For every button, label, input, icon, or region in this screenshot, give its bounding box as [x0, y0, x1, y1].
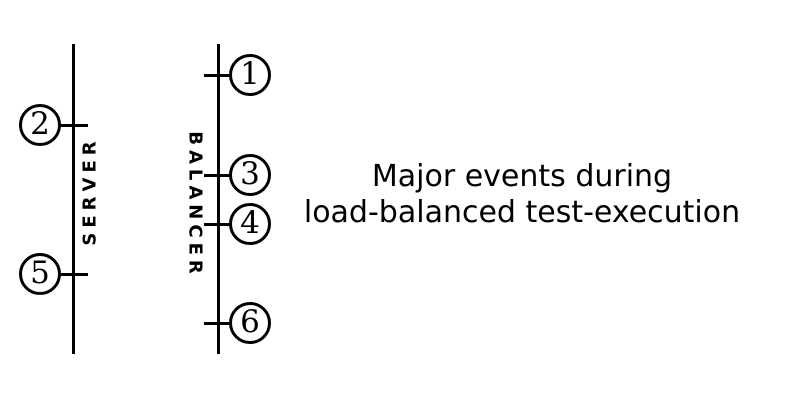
event-circle-6: 6 [229, 302, 271, 344]
timeline-line-server [71, 44, 75, 354]
event-circle-2: 2 [19, 104, 61, 146]
event-circle-3: 3 [229, 154, 271, 196]
event-tick-1 [204, 73, 231, 77]
timeline-label-balancer: BALANCER [184, 131, 206, 279]
event-number-4: 4 [240, 204, 260, 241]
event-tick-3 [204, 173, 231, 177]
event-number-5: 5 [30, 254, 50, 291]
diagram-title: Major events during load-balanced test-e… [262, 159, 782, 231]
event-tick-4 [204, 222, 231, 226]
event-number-3: 3 [240, 155, 260, 192]
event-number-6: 6 [240, 303, 260, 340]
event-tick-2 [59, 123, 88, 127]
event-number-2: 2 [30, 105, 50, 142]
event-tick-6 [204, 321, 231, 325]
timeline-label-server: SERVER [79, 136, 101, 246]
timeline-line-balancer [216, 44, 220, 354]
event-circle-1: 1 [229, 54, 271, 96]
event-tick-5 [59, 272, 88, 276]
title-line-1: Major events during [371, 159, 673, 194]
event-circle-4: 4 [229, 203, 271, 245]
event-circle-5: 5 [19, 253, 61, 295]
event-number-1: 1 [240, 55, 260, 92]
title-line-2: load-balanced test-execution [303, 195, 741, 230]
